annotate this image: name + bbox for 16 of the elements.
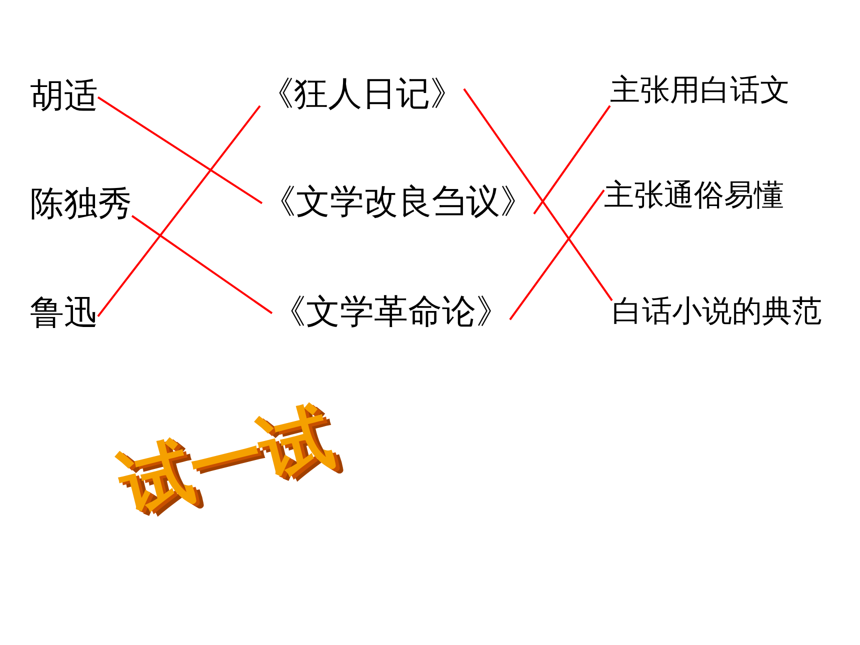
connector-line <box>463 88 613 302</box>
matching-item: 主张用白话文 <box>610 72 790 110</box>
matching-item: 胡适 <box>30 76 98 118</box>
connector-line <box>533 105 611 214</box>
matching-item: 主张通俗易懂 <box>604 177 784 214</box>
matching-item: 《文学改良刍议》 <box>262 182 534 224</box>
wordart-title: 试一试 <box>112 400 340 522</box>
connector-line <box>97 96 263 204</box>
matching-item: 鲁迅 <box>30 293 98 336</box>
matching-item: 陈独秀 <box>30 184 132 226</box>
matching-item: 白话小说的典范 <box>612 293 822 330</box>
connector-line <box>131 215 273 314</box>
connector-line <box>509 190 605 320</box>
matching-item: 《狂人日记》 <box>260 74 464 116</box>
matching-item: 《文学革命论》 <box>272 292 510 334</box>
connector-line <box>97 105 261 317</box>
